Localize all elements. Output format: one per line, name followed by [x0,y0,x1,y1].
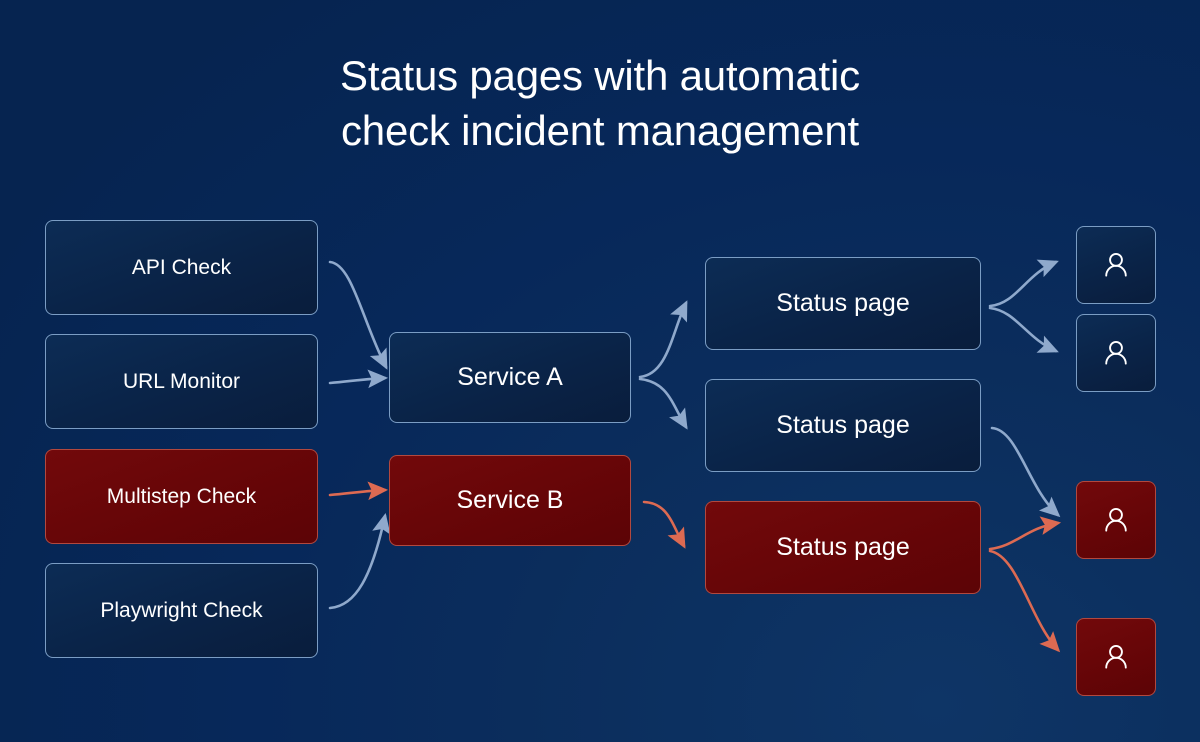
service-node-label: Service B [456,486,564,514]
page-title-line-1: Status pages with automatic [340,52,860,99]
check-node-label: URL Monitor [122,369,241,393]
check-node-label: Multistep Check [106,484,257,508]
status-page-label: Status page [776,533,910,561]
user-icon [1105,645,1127,669]
user-node-4[interactable] [1076,618,1156,696]
status-page-label: Status page [776,411,910,439]
status-page-label: Status page [776,289,910,317]
page-title: Status pages with automatic check incide… [0,48,1200,159]
connector-multistep-check-to-service-b [328,481,389,501]
user-icon [1105,508,1127,532]
user-node-1[interactable] [1076,226,1156,304]
connector-url-monitor-to-service-a [328,369,389,389]
connector-status-page-3-to-user-4 [988,549,1061,653]
user-icon [1105,341,1127,365]
connector-status-page-1-to-user-1 [988,259,1059,308]
check-node-url-monitor[interactable]: URL Monitor [45,334,318,429]
status-page-node-3[interactable]: Status page [705,501,981,594]
service-node-service-b[interactable]: Service B [389,455,631,546]
connector-status-page-2-to-user-3 [990,426,1061,518]
connector-status-page-3-to-user-3 [988,516,1062,551]
check-node-api-check[interactable]: API Check [45,220,318,315]
check-node-label: Playwright Check [100,598,263,622]
check-node-playwright-check[interactable]: Playwright Check [45,563,318,658]
service-node-service-a[interactable]: Service A [389,332,631,423]
service-node-label: Service A [457,363,563,391]
connector-status-page-1-to-user-2 [988,306,1059,353]
page-title-line-2: check incident management [341,107,859,155]
status-page-node-1[interactable]: Status page [705,257,981,350]
connector-service-a-to-status-page-1 [638,300,688,379]
user-node-3[interactable] [1076,481,1156,559]
connector-api-check-to-service-a [328,260,388,370]
status-page-node-2[interactable]: Status page [705,379,981,472]
connector-service-a-to-status-page-2 [638,377,688,430]
check-node-multistep-check[interactable]: Multistep Check [45,449,318,544]
check-node-label: API Check [131,255,232,279]
connector-service-b-to-status-page-3 [642,500,686,549]
user-icon [1105,253,1127,277]
user-node-2[interactable] [1076,314,1156,392]
connector-playwright-check-to-service-b [328,512,391,610]
